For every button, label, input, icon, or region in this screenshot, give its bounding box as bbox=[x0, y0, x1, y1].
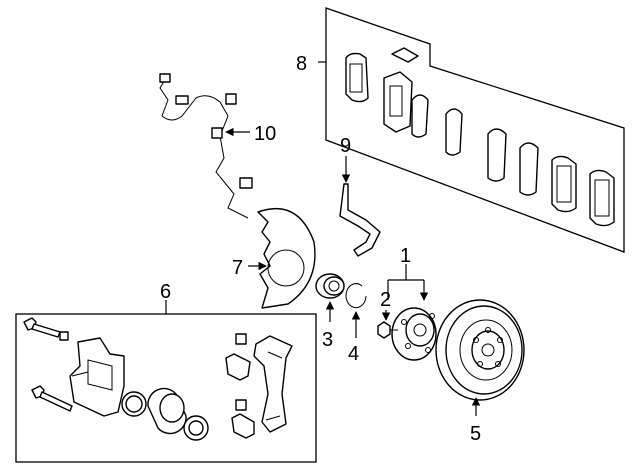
caliper-piston[interactable] bbox=[147, 387, 187, 435]
piston-seal[interactable] bbox=[121, 391, 147, 417]
brake-pad[interactable] bbox=[345, 52, 369, 103]
splash-shield[interactable]: 7 bbox=[232, 207, 316, 309]
callout-8: 8 bbox=[296, 53, 307, 75]
caliper-bracket[interactable] bbox=[253, 335, 293, 433]
callout-7: 7 bbox=[232, 257, 243, 279]
snap-ring[interactable]: 4 bbox=[345, 283, 367, 365]
wheel-hub[interactable] bbox=[391, 307, 437, 361]
callout-4: 4 bbox=[348, 343, 359, 365]
callout-3: 3 bbox=[322, 329, 333, 351]
callout-6: 6 bbox=[160, 281, 171, 303]
brake-pad-kit-group: 8 bbox=[296, 7, 625, 253]
callout-9: 9 bbox=[340, 135, 351, 157]
pad-clip[interactable] bbox=[391, 47, 419, 63]
bushing[interactable] bbox=[235, 333, 247, 411]
brake-pad[interactable] bbox=[383, 71, 413, 133]
brake-hose[interactable]: 9 bbox=[339, 135, 381, 257]
guide-bolt[interactable] bbox=[31, 385, 73, 412]
brake-pad[interactable] bbox=[589, 169, 615, 227]
brake-rotor[interactable]: 5 bbox=[435, 299, 525, 445]
pad-shim[interactable] bbox=[487, 128, 507, 182]
pad-shim[interactable] bbox=[519, 142, 539, 196]
wheel-stud[interactable] bbox=[377, 321, 398, 339]
callout-5: 5 bbox=[470, 423, 481, 445]
pad-shim[interactable] bbox=[445, 108, 463, 156]
callout-10: 10 bbox=[254, 123, 276, 145]
wheel-bearing[interactable]: 3 bbox=[315, 273, 345, 351]
pad-retainer[interactable] bbox=[225, 353, 255, 439]
pad-kit-frame bbox=[325, 7, 625, 253]
brake-caliper[interactable] bbox=[69, 337, 125, 417]
bolt-boot[interactable] bbox=[59, 331, 69, 341]
callout-1-bracket: 1 bbox=[387, 245, 429, 301]
dust-boot[interactable] bbox=[183, 415, 209, 441]
brake-pad[interactable] bbox=[551, 155, 577, 213]
guide-bolt[interactable] bbox=[23, 317, 61, 338]
caliper-kit-group: 6 bbox=[15, 281, 317, 463]
callout-2: 2 bbox=[380, 289, 391, 311]
pad-shim[interactable] bbox=[411, 94, 429, 138]
callout-1: 1 bbox=[400, 245, 411, 267]
abs-sensor-wire[interactable]: 10 bbox=[159, 73, 276, 219]
